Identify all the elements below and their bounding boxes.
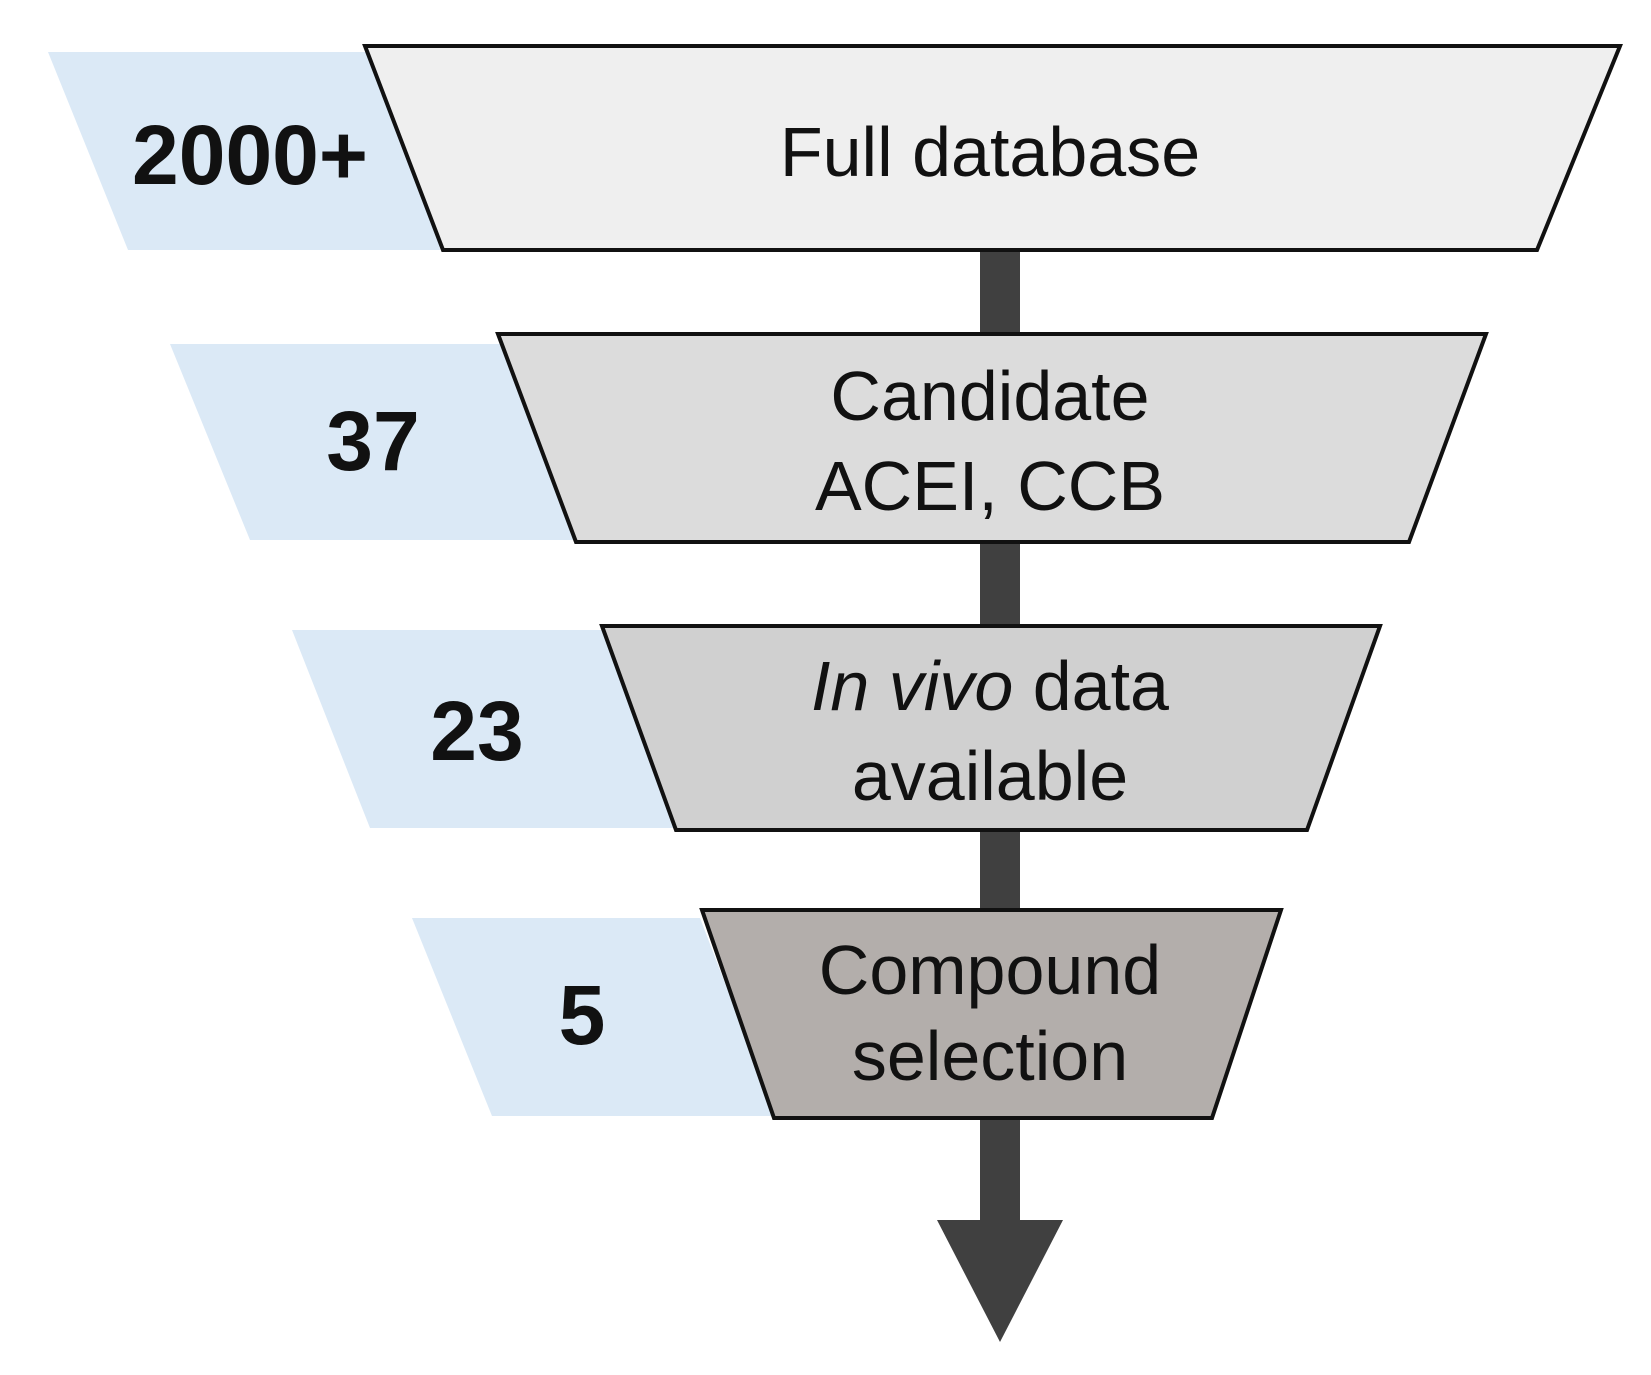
stage-box-2: [495, 332, 1489, 544]
stage-label-1: Full database: [780, 113, 1200, 191]
stage-label-3b: available: [852, 737, 1128, 815]
stage-label-2a: Candidate: [830, 357, 1149, 435]
funnel-stage-3: 23 In vivo data available: [292, 624, 1383, 832]
count-label-3: 23: [430, 684, 523, 778]
funnel-stage-2: 37 Candidate ACEI, CCB: [170, 332, 1489, 544]
count-label-1: 2000+: [132, 108, 368, 202]
stage-label-4b: selection: [852, 1017, 1128, 1095]
count-label-2: 37: [326, 394, 419, 488]
stage-label-4a: Compound: [819, 931, 1161, 1009]
stage-label-3a-rest: data: [1013, 647, 1169, 725]
stage-box-1: [362, 44, 1623, 252]
stage-box-3: [599, 624, 1383, 832]
stage-label-3a: In vivo data: [811, 647, 1169, 725]
funnel-stage-1: 2000+ Full database: [48, 44, 1623, 252]
flow-arrow-head: [937, 1220, 1063, 1342]
count-label-4: 5: [559, 968, 606, 1062]
count-band-3: [292, 630, 678, 828]
count-band-1: [48, 52, 440, 250]
count-band-4: [412, 918, 776, 1116]
count-band-2: [170, 344, 578, 540]
funnel-stage-4: 5 Compound selection: [412, 908, 1284, 1120]
stage-label-3a-italic: In vivo: [811, 647, 1013, 725]
stage-label-2b: ACEI, CCB: [815, 447, 1165, 525]
stage-box-4: [699, 908, 1284, 1120]
